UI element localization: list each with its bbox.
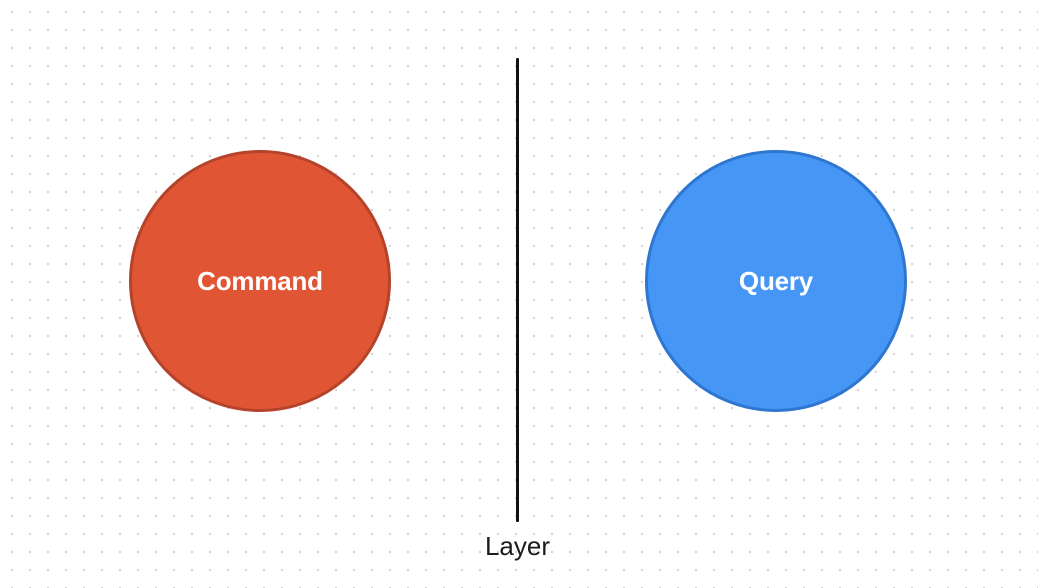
command-node-label: Command	[197, 265, 323, 296]
command-node[interactable]: Command	[129, 150, 391, 412]
layer-label: Layer	[484, 531, 551, 561]
layer-divider-line	[516, 58, 519, 522]
query-node-label: Query	[738, 265, 814, 296]
query-node[interactable]: Query	[645, 150, 907, 412]
